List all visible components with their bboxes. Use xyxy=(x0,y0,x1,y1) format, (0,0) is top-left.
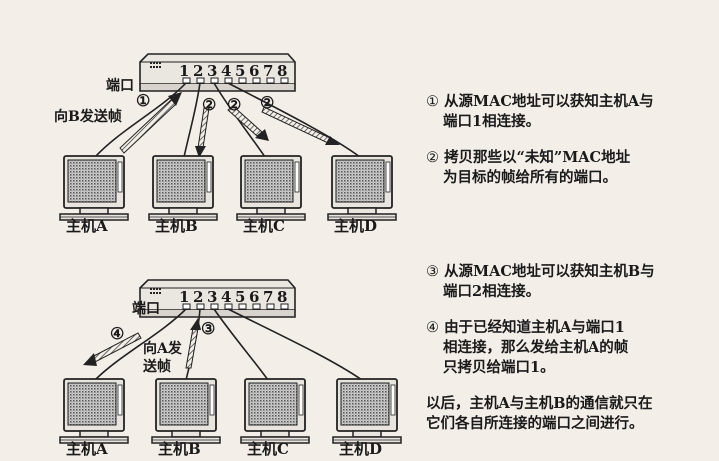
note-3: ③ 从源MAC地址可以获知主机B与 端口2相连接。 xyxy=(426,262,716,302)
bottom-frame-arrows xyxy=(83,318,201,369)
bottom-pc-a xyxy=(59,378,129,444)
bottom-port-label: 端口 xyxy=(132,300,160,317)
top-port-num: 3 xyxy=(207,62,217,80)
top-port-label: 端口 xyxy=(106,77,134,94)
top-marker-2a: ② xyxy=(202,95,216,114)
top-port-num: 1 xyxy=(179,62,189,80)
arrow-from-b xyxy=(185,318,201,369)
arrow-to-a xyxy=(83,332,142,366)
bottom-pc-b xyxy=(151,378,221,444)
arrow-to-c xyxy=(227,105,269,141)
note-num: ④ xyxy=(426,320,439,336)
top-port-num: 7 xyxy=(263,62,273,80)
top-pc-label: 主机C xyxy=(243,217,285,235)
top-pc-c xyxy=(236,155,306,221)
top-port-num: 2 xyxy=(193,62,203,80)
top-pc-label: 主机D xyxy=(334,217,377,235)
bottom-port-num: 4 xyxy=(221,288,231,306)
cable-c xyxy=(213,308,269,381)
top-port-num: 8 xyxy=(277,62,287,80)
bottom-pc-c xyxy=(240,378,310,444)
top-notes: ① 从源MAC地址可以获知主机A与 端口1相连接。 ② 拷贝那些以“未知”MAC… xyxy=(426,92,716,204)
top-marker-2c: ② xyxy=(260,93,274,112)
note-num: ③ xyxy=(426,264,439,280)
top-port-num: 6 xyxy=(249,62,259,80)
top-pc-label: 主机B xyxy=(155,217,198,235)
top-pc-b xyxy=(148,155,218,221)
bottom-send-label-2: 送帧 xyxy=(142,358,171,375)
bottom-port-num: 3 xyxy=(207,288,217,306)
summary-note: 以后，主机A与主机B的通信就只在 它们各自所连接的端口之间进行。 xyxy=(426,394,716,434)
cable-d xyxy=(227,82,361,158)
note-text: 为目标的帧给所有的端口。 xyxy=(443,169,617,186)
note-text: 从源MAC地址可以获知主机A与 xyxy=(444,93,654,110)
cable-b xyxy=(183,82,201,158)
bottom-pc-label: 主机B xyxy=(158,440,201,458)
summary-text: 以后，主机A与主机B的通信就只在 xyxy=(426,395,653,412)
note-num: ① xyxy=(426,94,439,110)
bottom-cables xyxy=(94,308,363,381)
note-text: 拷贝那些以“未知”MAC地址 xyxy=(444,149,631,166)
cable-d xyxy=(227,308,363,381)
arrow-to-b xyxy=(195,107,210,158)
note-2: ② 拷贝那些以“未知”MAC地址 为目标的帧给所有的端口。 xyxy=(426,148,716,188)
top-pc-d xyxy=(327,155,397,221)
top-pc-label: 主机A xyxy=(66,217,108,235)
bottom-port-num: 8 xyxy=(277,288,287,306)
top-cables xyxy=(94,82,361,158)
bottom-port-num: 1 xyxy=(179,288,189,306)
bottom-port-num: 5 xyxy=(235,288,245,306)
note-text: 端口1相连接。 xyxy=(443,113,541,130)
arrow-to-d xyxy=(261,106,340,145)
top-marker-2b: ② xyxy=(227,95,241,114)
bottom-marker-3: ③ xyxy=(201,319,215,338)
bottom-pc-d xyxy=(332,378,402,444)
cable-c xyxy=(213,82,266,158)
bottom-marker-4: ④ xyxy=(110,324,124,343)
top-marker-1: ① xyxy=(136,91,150,110)
bottom-send-label-1: 向A发 xyxy=(143,340,183,357)
bottom-port-num: 2 xyxy=(193,288,203,306)
bottom-port-num: 7 xyxy=(263,288,273,306)
note-text: 由于已经知道主机A与端口1 xyxy=(444,319,625,336)
note-text: 相连接，那么发给主机A的帧 xyxy=(443,339,629,356)
note-4: ④ 由于已经知道主机A与端口1 相连接，那么发给主机A的帧 只拷贝给端口1。 xyxy=(426,318,716,378)
cable-a xyxy=(94,82,187,158)
note-num: ② xyxy=(426,150,439,166)
bottom-pc-label: 主机C xyxy=(247,440,289,458)
bottom-port-numbers: 1 2 3 4 5 6 7 8 xyxy=(179,288,287,306)
top-port-numbers: 1 2 3 4 5 6 7 8 xyxy=(179,62,287,80)
top-pc-a xyxy=(59,155,129,221)
bottom-notes: ③ 从源MAC地址可以获知主机B与 端口2相连接。 ④ 由于已经知道主机A与端口… xyxy=(426,262,716,450)
note-text: 从源MAC地址可以获知主机B与 xyxy=(444,263,655,280)
bottom-port-num: 6 xyxy=(249,288,259,306)
top-send-label: 向B发送帧 xyxy=(54,108,122,125)
summary-text: 它们各自所连接的端口之间进行。 xyxy=(426,415,644,432)
note-1: ① 从源MAC地址可以获知主机A与 端口1相连接。 xyxy=(426,92,716,132)
bottom-pc-label: 主机D xyxy=(339,440,382,458)
top-port-num: 5 xyxy=(235,62,245,80)
arrow-to-switch xyxy=(119,92,182,154)
cable-a xyxy=(94,308,187,381)
top-frame-arrows xyxy=(119,92,340,158)
bottom-pc-label: 主机A xyxy=(66,440,108,458)
note-text: 只拷贝给端口1。 xyxy=(443,359,555,376)
top-port-num: 4 xyxy=(221,62,231,80)
note-text: 端口2相连接。 xyxy=(443,283,541,300)
